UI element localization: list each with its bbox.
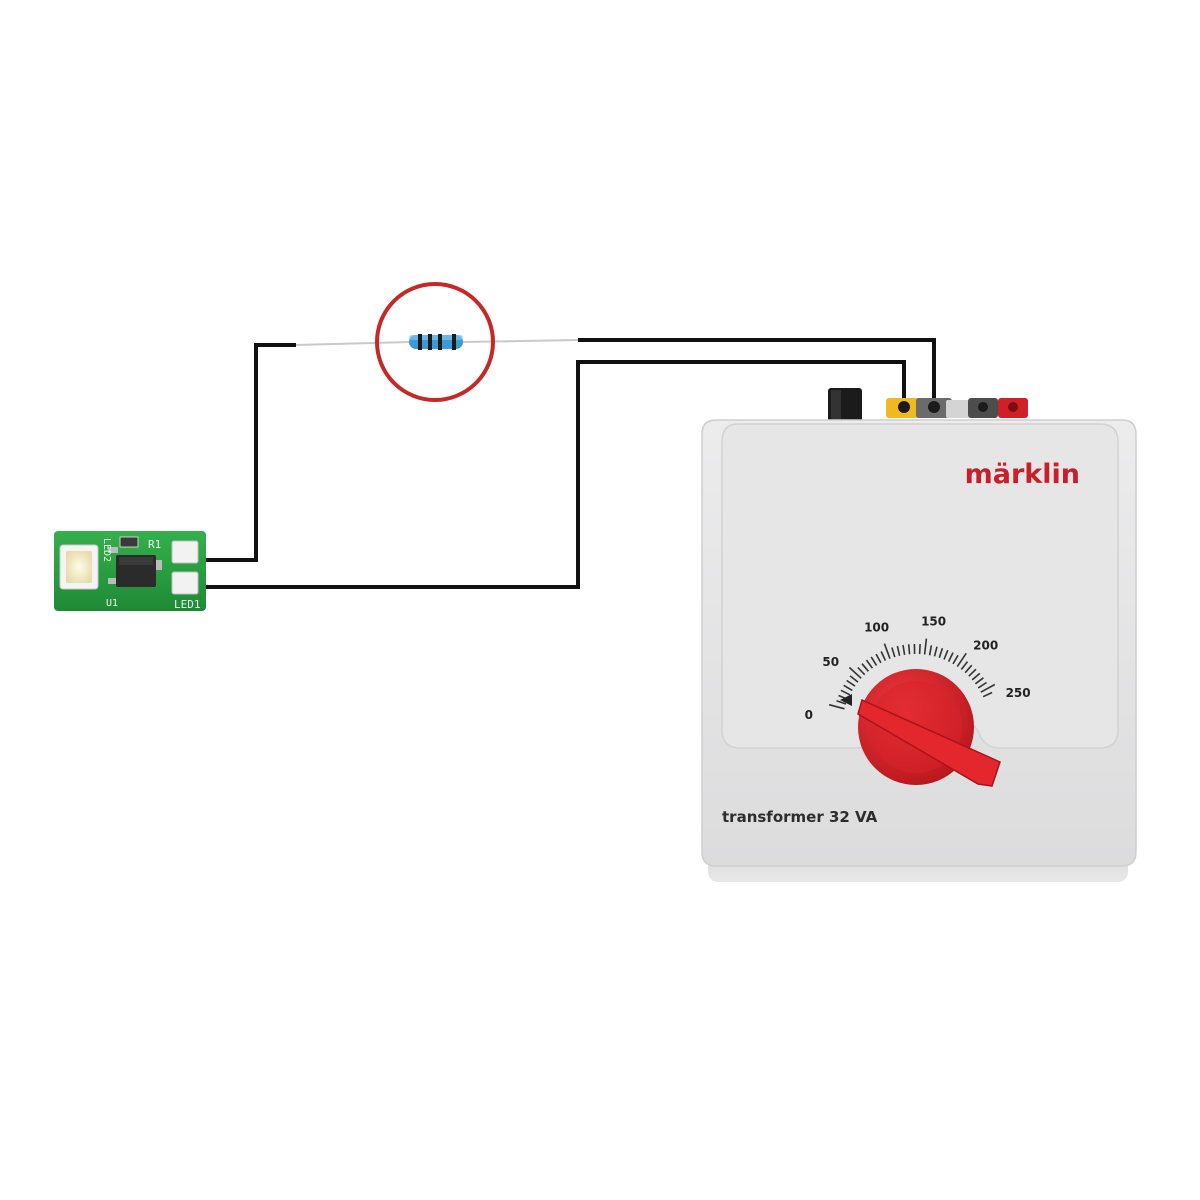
terminal-dark-grey[interactable] xyxy=(968,398,998,418)
resistor-lead-right xyxy=(461,339,579,343)
model-label: transformer 32 VA xyxy=(722,808,878,826)
dial-tick xyxy=(980,683,996,693)
wire-resistor-to-transformer xyxy=(578,338,936,412)
led-icon xyxy=(59,544,99,590)
solder-pad-bottom xyxy=(171,571,199,595)
dial-tick xyxy=(918,644,921,655)
dial-tick xyxy=(840,689,851,696)
dial-tick xyxy=(880,651,887,661)
pcb-label-led2: LED2 xyxy=(101,538,112,562)
resistor-icon xyxy=(409,334,463,350)
smd-resistor xyxy=(119,536,139,548)
pcb-label-r1: R1 xyxy=(148,538,161,551)
dial-tick xyxy=(977,681,988,689)
dial-tick xyxy=(875,653,882,664)
dial-tick xyxy=(849,675,859,683)
dial-labels: 0 50 100 150 200 250 xyxy=(805,615,1031,722)
dial-tick xyxy=(943,649,949,660)
pcb-label-u1: U1 xyxy=(106,598,118,609)
dial-tick xyxy=(828,703,845,710)
terminal-grey[interactable] xyxy=(916,398,952,418)
dial-tick xyxy=(960,661,969,670)
brand-logo: märklin xyxy=(965,459,1080,490)
dial-label: 250 xyxy=(1006,686,1031,700)
dial-label: 100 xyxy=(864,620,889,634)
dial-label: 200 xyxy=(973,639,998,653)
chip-icon xyxy=(108,547,162,587)
dial-tick xyxy=(968,668,977,677)
dial-tick xyxy=(923,638,928,655)
dial-tick xyxy=(947,652,954,662)
dial-tick xyxy=(846,679,856,687)
dial-label: 50 xyxy=(822,655,839,669)
terminal-black[interactable] xyxy=(828,388,862,422)
dial-tick xyxy=(836,700,847,705)
dial-tick xyxy=(982,691,993,698)
pcb-label-led1: LED1 xyxy=(174,598,201,611)
dial-tick xyxy=(870,656,878,666)
dial-label: 0 xyxy=(805,708,813,722)
dial-tick xyxy=(902,644,906,656)
dial-tick xyxy=(974,677,984,685)
resistor xyxy=(375,282,495,402)
dial-pointer-arrow-icon xyxy=(840,694,852,706)
wire-led-to-resistor xyxy=(206,343,296,562)
dial-tick xyxy=(843,684,853,692)
speed-knob[interactable] xyxy=(857,669,1001,787)
dial-tick xyxy=(956,652,967,668)
dial-tick xyxy=(848,666,862,679)
dial-tick xyxy=(952,654,959,665)
dial-tick xyxy=(938,648,944,659)
dial-tick xyxy=(891,647,896,658)
resistor-highlight-circle xyxy=(375,282,495,402)
wire-led-to-transformer xyxy=(206,360,906,589)
dial-tick xyxy=(865,659,874,669)
dial-tick xyxy=(883,643,891,659)
terminals xyxy=(828,388,1028,422)
dial-tick xyxy=(907,644,911,655)
dial-scale xyxy=(828,638,996,710)
dial-tick xyxy=(964,664,973,674)
led-module: R1 LED2 U1 LED1 xyxy=(54,531,206,611)
dial-tick xyxy=(933,646,938,657)
dial-tick xyxy=(896,645,901,656)
solder-pad-top xyxy=(171,540,199,564)
dial-tick xyxy=(861,663,870,672)
terminal-yellow[interactable] xyxy=(886,398,922,418)
transformer: märklin 0 50 100 150 200 250 transformer 32 V… xyxy=(701,388,1137,882)
resistor-lead-left xyxy=(295,341,411,346)
wires xyxy=(206,338,936,589)
terminal-light-grey[interactable] xyxy=(946,400,970,418)
dial-tick xyxy=(857,666,866,676)
dial-tick xyxy=(971,672,981,681)
terminal-red[interactable] xyxy=(998,398,1028,418)
dial-tick xyxy=(928,645,933,656)
dial-label: 150 xyxy=(921,615,946,629)
knob-handle[interactable] xyxy=(857,698,1001,787)
